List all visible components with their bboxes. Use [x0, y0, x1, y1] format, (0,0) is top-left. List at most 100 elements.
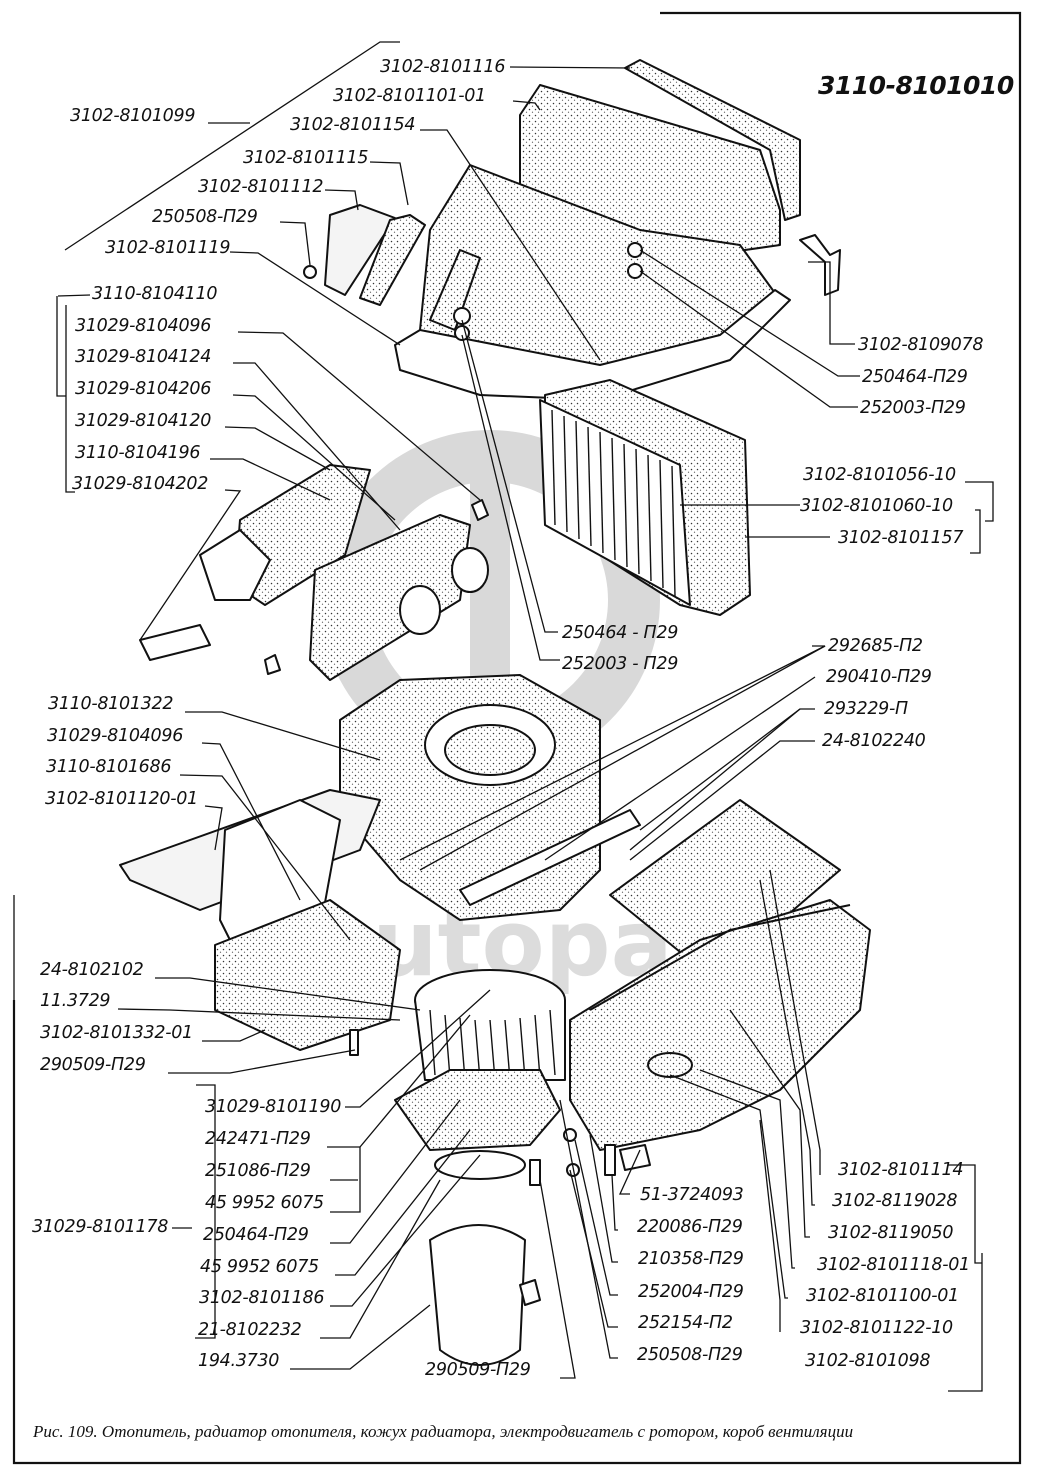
part-label: 3102-8119050 — [828, 1223, 953, 1243]
group-parent-label: 3110-8104110 — [92, 284, 217, 304]
duct-outlet-1 — [399, 585, 441, 635]
seal-3102-8101116 — [624, 59, 801, 221]
part-label: 45 9952 6075 — [205, 1193, 324, 1213]
part-label: 292685-П2 — [828, 636, 923, 656]
part-label: 3102-8101119 — [105, 238, 230, 258]
part-label: 31029-8104096 — [75, 316, 211, 336]
blower-housing — [119, 674, 641, 1051]
part-label: 3102-8101116 — [380, 57, 505, 77]
clip-small — [264, 654, 281, 675]
part-label: 3102-8101157 — [838, 528, 963, 548]
radiator-core — [539, 399, 691, 606]
part-label: 45 9952 6075 — [200, 1257, 319, 1277]
motor-194-3730 — [429, 1224, 526, 1366]
plate-on-housing — [429, 249, 481, 331]
part-label: 3102-8101332-01 — [40, 1023, 193, 1043]
part-label: 3102-8101120-01 — [45, 789, 198, 809]
motor-connector — [519, 1279, 541, 1306]
pad-3102-8101115 — [359, 214, 426, 306]
part-label: 3102-8101056-10 — [803, 465, 956, 485]
seal-edge — [589, 904, 851, 1011]
nut-right — [627, 242, 643, 258]
blower-inlet-inner — [444, 724, 536, 776]
box-3102-8101098 — [569, 899, 871, 1151]
part-label: 210358-П29 — [638, 1249, 744, 1269]
part-label: 3102-8101122-10 — [800, 1318, 953, 1338]
part-label: 252004-П29 — [638, 1282, 744, 1302]
radiator-fins — [551, 409, 676, 597]
part-label: 3102-8119028 — [832, 1191, 957, 1211]
part-label: 3102-8109078 — [858, 335, 983, 355]
part-label: 24-8102240 — [822, 731, 926, 751]
duct-elbow — [199, 529, 271, 601]
part-label: 3102-8101060-10 — [800, 496, 953, 516]
ventilation-box — [563, 799, 871, 1177]
part-label: 293229-П — [824, 699, 908, 719]
part-label: 250508-П29 — [152, 207, 258, 227]
part-label: 3110-8104196 — [75, 443, 200, 463]
clip-31029-8104096 — [471, 499, 489, 521]
gasket-21-8102232 — [434, 1150, 526, 1180]
part-label: 290509-П29 — [40, 1055, 146, 1075]
part-label: 220086-П29 — [637, 1217, 743, 1237]
screw-290509 — [529, 1159, 541, 1186]
part-label: 252154-П2 — [638, 1313, 733, 1333]
part-label: 31029-8104096 — [47, 726, 183, 746]
heater-housing — [394, 59, 801, 401]
part-label: 290509-П29 — [425, 1360, 531, 1380]
part-label: 250508-П29 — [637, 1345, 743, 1365]
part-label: 3102-8101112 — [198, 177, 323, 197]
strap-24-8102240 — [459, 809, 641, 906]
part-label: 251086-П29 — [205, 1161, 311, 1181]
part-label: 250464 - П29 — [562, 623, 678, 643]
part-label: 3110-8101322 — [48, 694, 173, 714]
part-label: 3102-8101118-01 — [817, 1255, 970, 1275]
figure-caption: Рис. 109. Отопитель, радиатор отопителя,… — [32, 1422, 853, 1441]
duct-outlet-2 — [451, 547, 489, 593]
part-label: 21-8102232 — [198, 1320, 302, 1340]
part-label: 242471-П29 — [205, 1129, 311, 1149]
part-label: 3102-8101099 — [70, 106, 195, 126]
radiator — [539, 379, 751, 616]
air-duct-parts — [139, 464, 489, 681]
clamp-51-3724093 — [619, 1144, 651, 1171]
bracket-3102-8101112 — [324, 204, 396, 296]
box-hole — [647, 1052, 693, 1078]
part-label: 3102-8101115 — [243, 148, 368, 168]
rotor-body — [414, 999, 566, 1081]
leader-lines — [56, 41, 994, 1392]
part-label: 3102-8101114 — [838, 1160, 963, 1180]
gasket-3102-8101119 — [394, 289, 791, 401]
part-label: 31029-8104120 — [75, 411, 211, 431]
part-label: 250464-П29 — [203, 1225, 309, 1245]
part-label: 31029-8101190 — [205, 1097, 341, 1117]
part-label: 31029-8104124 — [75, 347, 211, 367]
top-left-brackets — [303, 204, 426, 306]
part-label: 3102-8101098 — [805, 1351, 930, 1371]
part-label: 3102-8101186 — [199, 1288, 324, 1308]
washer-right — [627, 263, 643, 279]
screw-290509-left — [349, 1029, 359, 1056]
part-label: 3102-8101100-01 — [806, 1286, 959, 1306]
part-label: 194.3730 — [198, 1351, 279, 1371]
washer-252003 — [454, 325, 470, 341]
motor-assembly — [349, 969, 566, 1366]
part-label: 252003 - П29 — [562, 654, 678, 674]
part-label: 250464-П29 — [862, 367, 968, 387]
duct-3110-8104196 — [309, 514, 471, 681]
part-label: 24-8102102 — [40, 960, 144, 980]
part-label: 3110-8101686 — [46, 757, 171, 777]
part-label: 3102-8101154 — [290, 115, 415, 135]
figure-frame — [12, 11, 1022, 1465]
clip-3102-8109078 — [799, 234, 841, 296]
pin-31029-8104202 — [139, 624, 211, 661]
bolt-220086 — [604, 1144, 616, 1176]
flap-3102-8101114 — [609, 799, 841, 961]
part-labels: 3110-8101010 3102-8101116 3102-8101101-0… — [32, 57, 1014, 1441]
group-parent-label: 31029-8101178 — [32, 1217, 168, 1237]
part-label: 31029-8104202 — [72, 474, 208, 494]
motor-flange-3102-8101186 — [394, 1069, 561, 1151]
part-label: 51-3724093 — [640, 1185, 744, 1205]
